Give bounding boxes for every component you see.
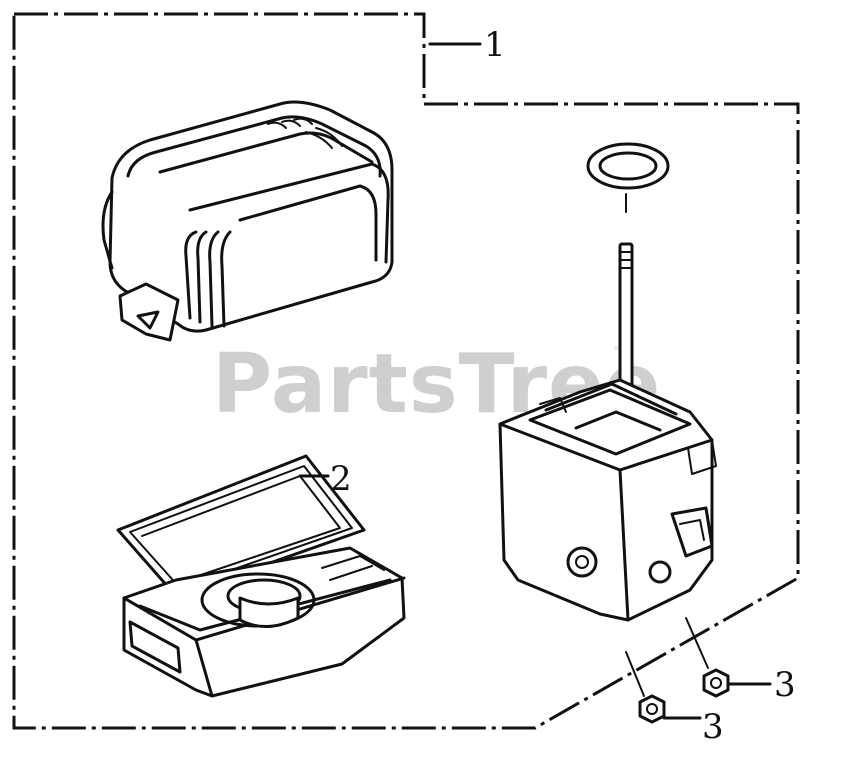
callout-3b-label: 3	[702, 707, 724, 747]
callout-1-label: 1	[484, 25, 506, 65]
air-cleaner-base	[122, 546, 406, 698]
callout-3a-label: 3	[774, 665, 796, 705]
air-cleaner-body	[498, 378, 717, 622]
nut-a	[625, 651, 666, 724]
mounting-stud	[618, 242, 634, 396]
nut-b	[685, 617, 730, 698]
assembly-boundary	[12, 12, 800, 730]
callout-2-label: 2	[330, 459, 352, 499]
air-cleaner-cover	[101, 100, 394, 342]
filter-element	[116, 454, 366, 598]
gasket-ring	[586, 142, 670, 213]
